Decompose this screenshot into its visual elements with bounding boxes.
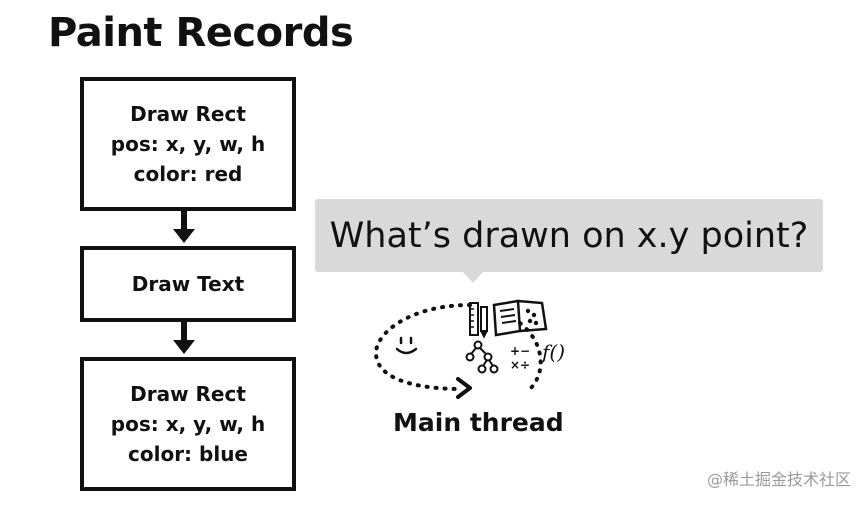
main-thread-label: Main thread bbox=[393, 408, 564, 437]
tree-graph-icon bbox=[465, 340, 499, 374]
bubble-text: What’s drawn on x.y point? bbox=[329, 215, 809, 256]
record-line: Draw Rect bbox=[130, 102, 246, 126]
paint-record-draw-text: Draw Text bbox=[80, 246, 296, 322]
loop-arrowhead-icon bbox=[456, 377, 472, 399]
speech-bubble-tail bbox=[463, 272, 483, 283]
record-line: Draw Rect bbox=[130, 382, 246, 406]
smiley-face-icon bbox=[395, 336, 418, 355]
math-symbols-icon: +− ×÷ bbox=[510, 344, 530, 372]
dotted-loop-icon bbox=[373, 303, 472, 391]
record-line: pos: x, y, w, h bbox=[110, 412, 266, 436]
speech-bubble: What’s drawn on x.y point? bbox=[315, 199, 823, 272]
watermark: @稀土掘金技术社区 bbox=[706, 470, 851, 489]
book-icon bbox=[492, 299, 548, 337]
svg-text:×÷: ×÷ bbox=[510, 358, 530, 372]
ruler-pencil-icon bbox=[469, 302, 488, 339]
record-line: Draw Text bbox=[131, 272, 245, 296]
record-line: pos: x, y, w, h bbox=[110, 132, 266, 156]
main-thread-illustration: +− ×÷ f() bbox=[373, 299, 565, 399]
record-line: color: blue bbox=[128, 442, 248, 466]
function-icon: f() bbox=[540, 340, 565, 364]
svg-text:+−: +− bbox=[510, 344, 530, 358]
paint-record-draw-rect-blue: Draw Rect pos: x, y, w, h color: blue bbox=[80, 357, 296, 491]
page-title: Paint Records bbox=[48, 10, 354, 56]
paint-record-draw-rect-red: Draw Rect pos: x, y, w, h color: red bbox=[80, 77, 296, 211]
record-line: color: red bbox=[133, 162, 243, 186]
